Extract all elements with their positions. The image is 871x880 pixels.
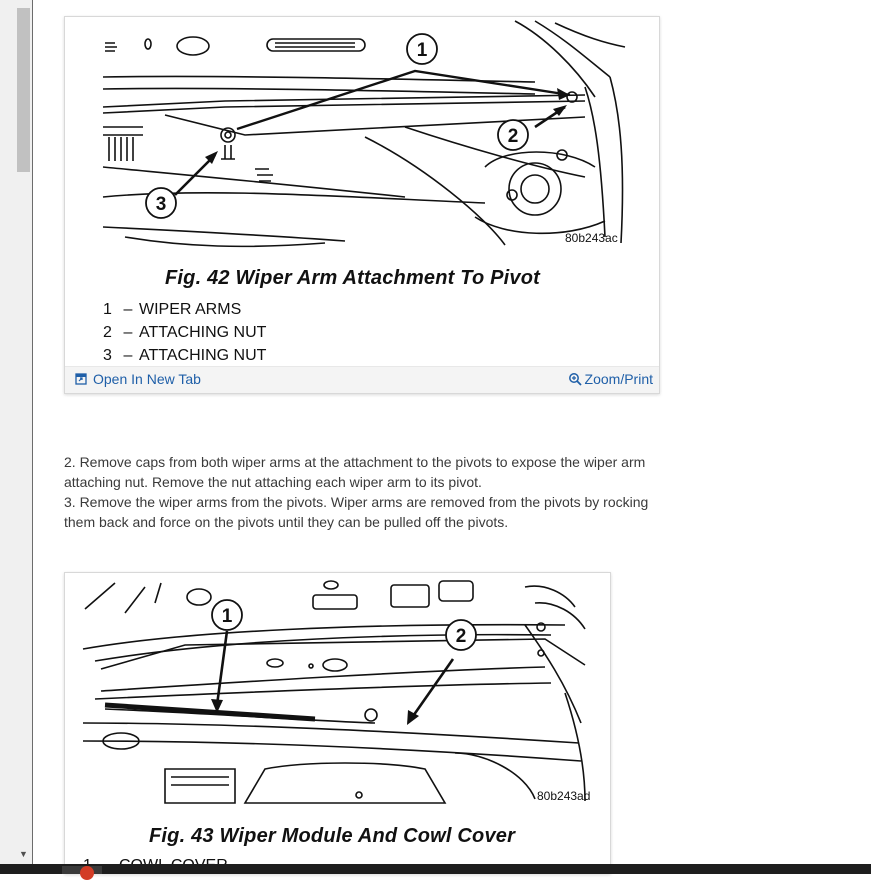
- zoom-print-label: Zoom/Print: [584, 371, 653, 387]
- figure-43-drawing: 1 2: [82, 580, 586, 804]
- scroll-down-arrow-icon[interactable]: ▼: [19, 849, 28, 859]
- open-in-new-tab-link[interactable]: Open In New Tab: [75, 371, 201, 387]
- figure-legend: 1–WIPER ARMS 2–ATTACHING NUT 3–ATTACHING…: [103, 298, 266, 367]
- figure-42-card: 1 2 3 80b243ac Fig. 42 Wiper Arm Attachm…: [64, 16, 660, 394]
- figure-code: 80b243ad: [537, 789, 591, 803]
- callout-1: 1: [222, 606, 233, 627]
- zoom-icon: [568, 373, 582, 386]
- figure-42-drawing: 1 2 3: [102, 20, 626, 248]
- legend-item: 1–WIPER ARMS: [103, 301, 242, 318]
- procedure-steps: 2. Remove caps from both wiper arms at t…: [64, 452, 664, 532]
- figure-caption: Fig. 43 Wiper Module And Cowl Cover: [149, 825, 516, 847]
- vertical-scrollbar[interactable]: ▼: [0, 0, 33, 864]
- step-3: 3. Remove the wiper arms from the pivots…: [64, 494, 649, 530]
- scrollbar-thumb[interactable]: [17, 8, 30, 172]
- figure-43-card: 1 2 80b243ad Fig. 43 Wiper Module And Co…: [64, 572, 611, 874]
- legend-item: 2–ATTACHING NUT: [103, 324, 267, 341]
- step-2: 2. Remove caps from both wiper arms at t…: [64, 454, 646, 490]
- legend-item: 3–ATTACHING NUT: [103, 347, 267, 364]
- zoom-print-link[interactable]: Zoom/Print: [568, 371, 653, 387]
- callout-2: 2: [508, 126, 519, 147]
- figure-toolbar: Open In New Tab Zoom/Print: [65, 366, 659, 393]
- browser-app-icon[interactable]: [80, 866, 94, 880]
- new-tab-icon: [75, 373, 87, 385]
- open-in-new-tab-label: Open In New Tab: [93, 371, 201, 387]
- callout-3: 3: [156, 194, 167, 215]
- callout-2: 2: [456, 626, 467, 647]
- taskbar: [0, 864, 871, 874]
- figure-code: 80b243ac: [565, 231, 618, 245]
- figure-caption: Fig. 42 Wiper Arm Attachment To Pivot: [165, 267, 541, 289]
- callout-1: 1: [417, 40, 428, 61]
